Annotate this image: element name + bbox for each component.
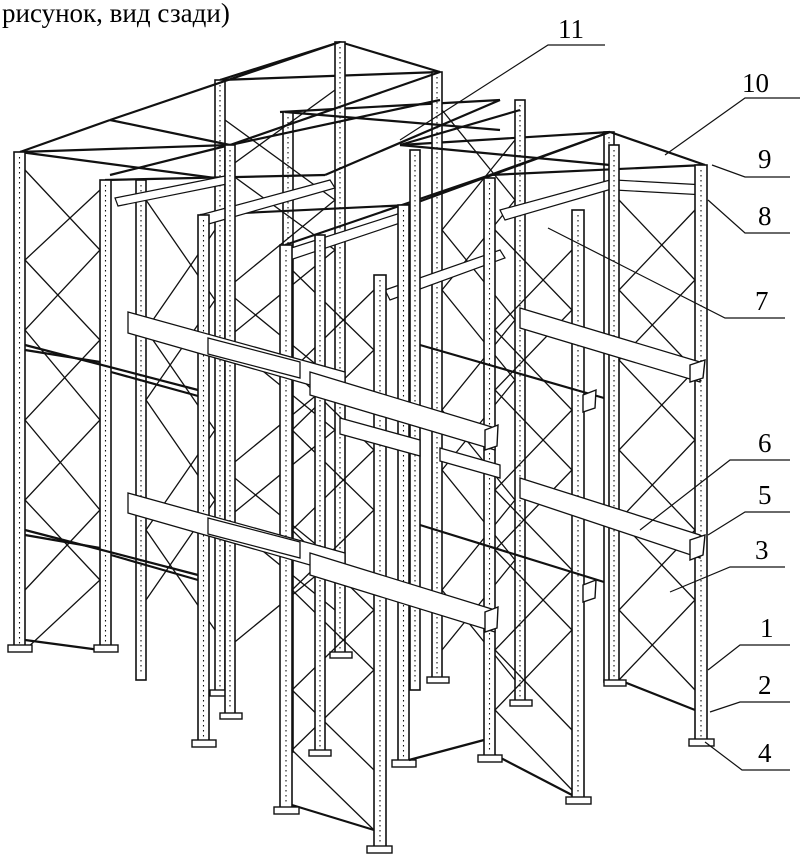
callout-number: 5 [758, 480, 772, 510]
callout-number: 6 [758, 428, 772, 458]
callout-1: 1 [707, 613, 790, 671]
callout-8: 8 [707, 199, 790, 234]
callout-4: 4 [704, 738, 790, 771]
callout-number: 9 [758, 144, 772, 174]
callout-10: 10 [664, 68, 800, 156]
load-beams [24, 307, 706, 633]
callout-number: 8 [758, 201, 772, 231]
top-ties [19, 40, 706, 301]
callout-3: 3 [669, 535, 785, 593]
callout-number: 2 [758, 670, 772, 700]
callout-number: 4 [758, 738, 772, 768]
callout-number: 3 [755, 535, 769, 565]
callout-number: 1 [760, 613, 774, 643]
callout-number: 10 [742, 68, 769, 98]
callout-2: 2 [709, 670, 790, 713]
callout-5: 5 [707, 480, 790, 536]
upright-post [13, 151, 26, 651]
header-text: рисунок, вид сзади) [2, 0, 230, 28]
callout-7: 7 [547, 227, 785, 319]
callout-number: 11 [558, 14, 584, 44]
callout-number: 7 [755, 286, 769, 316]
callout-6: 6 [639, 428, 790, 531]
callout-9: 9 [711, 144, 790, 178]
callout-11: 11 [399, 14, 605, 141]
upright-post [214, 79, 226, 696]
